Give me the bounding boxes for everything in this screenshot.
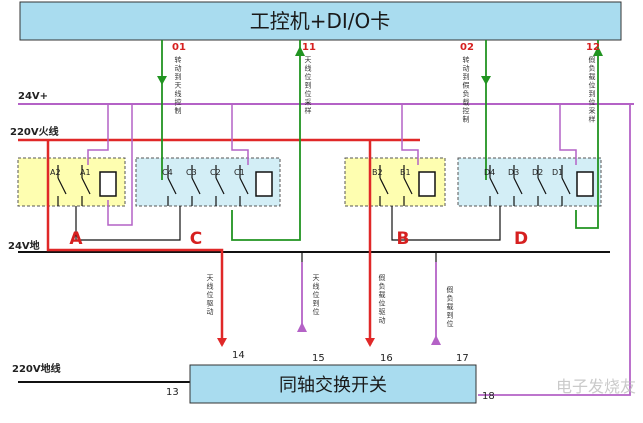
vertical-caption-text: 假负载到位 (447, 285, 454, 328)
relay-letter-b: B (397, 229, 410, 249)
contact-a2-label: A2 (50, 168, 61, 177)
terminal-14: 14 (232, 350, 245, 361)
terminal-13: 13 (166, 387, 179, 398)
wire-caption-17: 假负载到位 (447, 285, 454, 328)
header-title: 工控机+DI/O卡 (250, 9, 391, 33)
io-caption-12: 假负载位到位采样 (589, 55, 596, 124)
relay-d-contacts (489, 165, 571, 206)
io-caption-02: 转动到假负载控制 (463, 55, 470, 124)
header-box (19, 1, 622, 41)
contact-a1-switch (81, 177, 91, 195)
contact-c4-label: C4 (162, 168, 173, 177)
coil-d (576, 171, 594, 197)
relay-c-contacts (167, 165, 249, 206)
arrow-15 (297, 322, 307, 332)
arrow-01 (157, 76, 167, 85)
purple-wire-c (231, 104, 249, 165)
terminal-17: 17 (456, 353, 469, 364)
io-num-12: 12 (586, 42, 600, 53)
contact-b1-label: B1 (400, 168, 411, 177)
io-caption-01: 转动到天线控制 (175, 55, 182, 115)
vertical-caption-text: 假负载位驱动 (379, 273, 386, 325)
live-wire-a (46, 140, 224, 345)
arrow-16 (365, 338, 375, 347)
contact-a1-label: A1 (80, 168, 91, 177)
switch-box (189, 364, 477, 404)
coil-b (418, 171, 436, 197)
wire-caption-15: 天线位到位 (313, 274, 320, 316)
contact-d4-label: D4 (484, 168, 495, 177)
label-220v-live: 220V火线 (10, 125, 59, 138)
wire-caption-16: 假负载位驱动 (379, 273, 386, 325)
purple-wire-b (401, 104, 419, 165)
contact-d2-label: D2 (532, 168, 543, 177)
relay-letter-a: A (69, 229, 83, 249)
contact-d3-label: D3 (508, 168, 519, 177)
arrow-12 (593, 46, 603, 56)
terminal-15: 15 (312, 353, 325, 364)
wire-11-green (231, 40, 301, 241)
io-num-01: 01 (172, 42, 186, 53)
io-caption-11: 天线位到位采样 (305, 56, 312, 115)
wire-12-green (575, 40, 599, 229)
vertical-caption-text: 转动到假负载控制 (463, 55, 470, 124)
contact-c2-label: C2 (210, 168, 221, 177)
contact-d1-label: D1 (552, 168, 563, 177)
relay-letter-d: D (514, 229, 528, 249)
contact-a2-switch (57, 177, 67, 195)
relay-b-contacts (379, 165, 413, 206)
switch-box-title: 同轴交换开关 (279, 375, 387, 396)
purple-wire-a (87, 104, 109, 165)
io-num-02: 02 (460, 42, 474, 53)
arrow-02 (481, 76, 491, 85)
purple-wire-18 (478, 104, 631, 396)
contact-c3-label: C3 (186, 168, 197, 177)
label-24v-plus: 24V+ (18, 91, 48, 102)
terminal-18: 18 (482, 391, 495, 402)
vertical-caption-text: 假负载位到位采样 (589, 55, 596, 124)
vertical-caption-text: 天线位驱动 (207, 274, 214, 316)
arrow-17 (431, 335, 441, 345)
label-220v-ground: 220V地线 (12, 362, 61, 375)
contact-b2-label: B2 (372, 168, 383, 177)
contact-c1-label: C1 (234, 168, 245, 177)
coil-c (255, 171, 273, 197)
wire-b-d (391, 206, 501, 241)
coil-a (99, 171, 117, 197)
vertical-caption-text: 转动到天线控制 (175, 55, 182, 115)
arrow-14 (217, 338, 227, 347)
terminal-16: 16 (380, 353, 393, 364)
wire-caption-14: 天线位驱动 (207, 274, 214, 316)
wire-a-c (75, 206, 181, 241)
label-24v-gnd: 24V地 (8, 239, 40, 252)
vertical-caption-text: 天线位到位 (313, 274, 320, 316)
vertical-caption-text: 天线位到位采样 (305, 56, 312, 115)
io-num-11: 11 (302, 42, 316, 53)
purple-wire-a-coil (107, 104, 133, 226)
relay-letter-c: C (190, 229, 202, 249)
watermark-text: 电子发烧友 (556, 377, 636, 396)
arrow-11 (295, 46, 305, 56)
purple-wire-d (559, 104, 577, 165)
